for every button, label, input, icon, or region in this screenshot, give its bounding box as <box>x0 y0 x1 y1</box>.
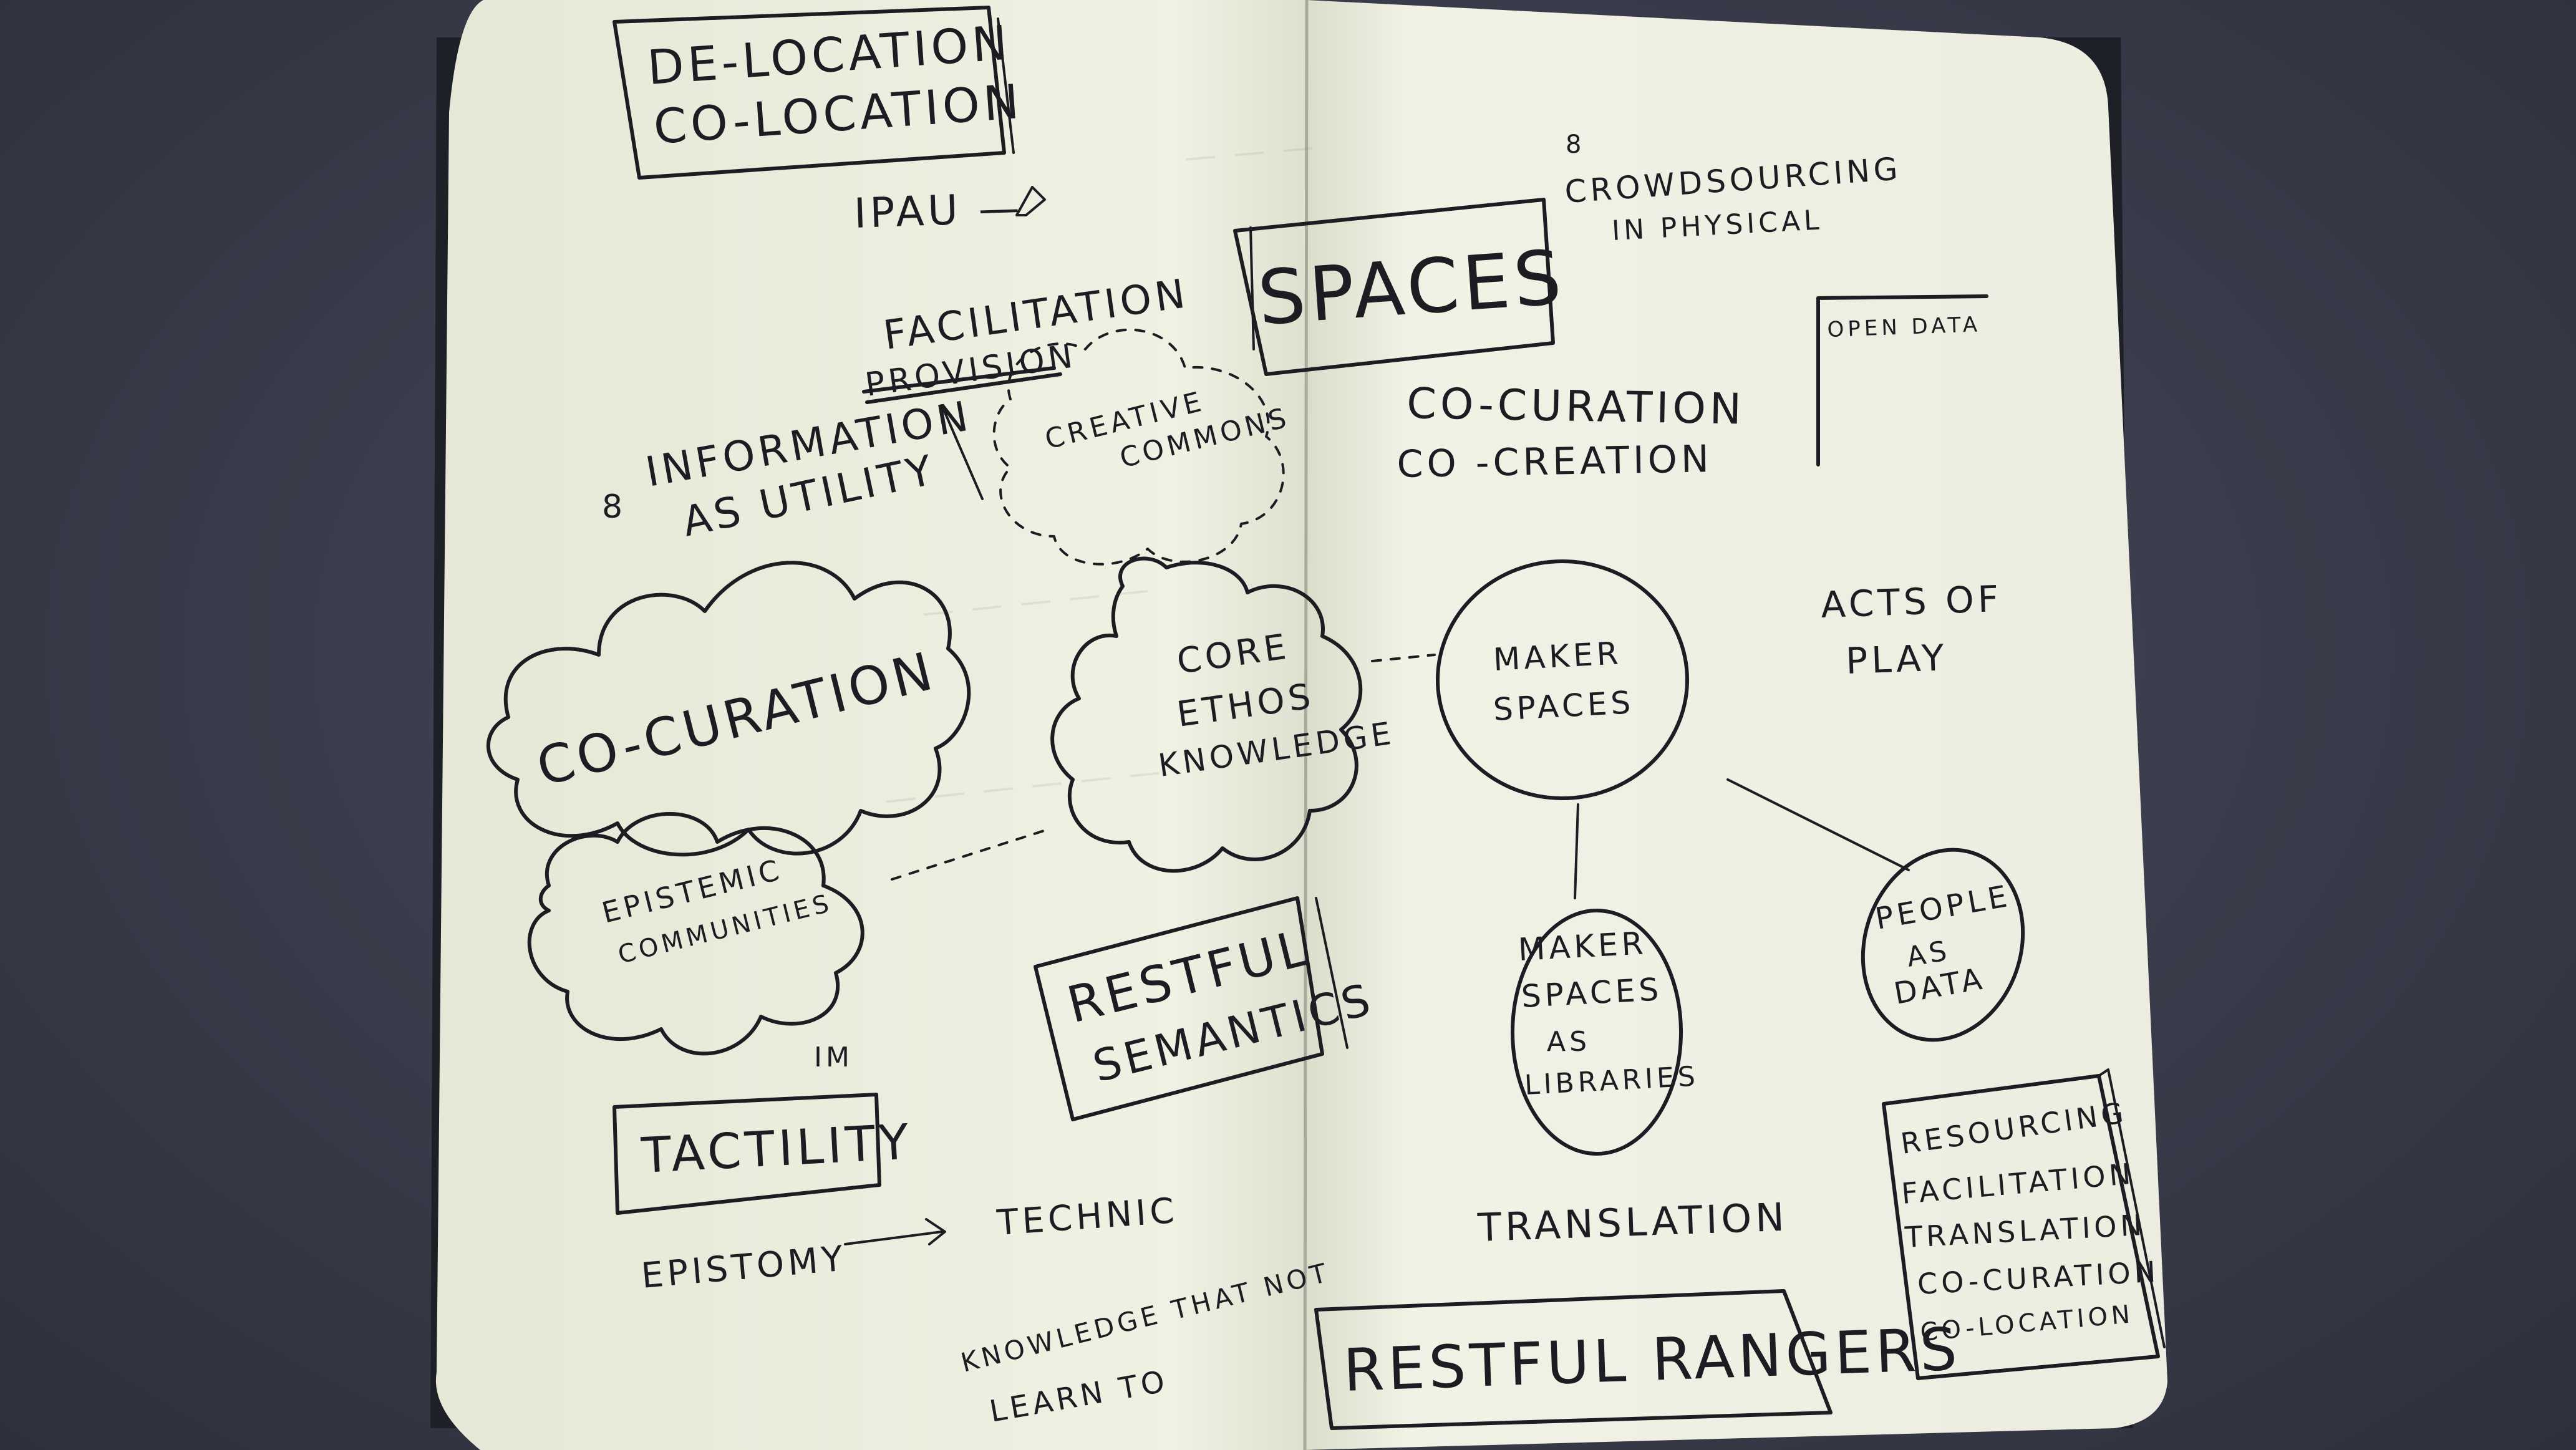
epistemic-core-dashed-link <box>891 828 1049 881</box>
left-page <box>435 0 1307 1450</box>
core-ethos-cloud <box>1050 556 1363 873</box>
delocation-box <box>613 6 1006 180</box>
acts-of-play-2-text: PLAY <box>1845 636 1949 682</box>
acts-of-play-1-text: ACTS OF <box>1820 578 2003 626</box>
bullet-mark-right: 8 <box>1566 130 1585 159</box>
translation-text: TRANSLATION <box>1476 1194 1789 1250</box>
maker-libraries-2-text: SPACES <box>1521 971 1663 1015</box>
ipau-text: IPAU — <box>853 184 1024 238</box>
spaces-box-shadow <box>1249 226 1255 350</box>
co-curation-cloud <box>487 561 971 857</box>
keywords-list-box <box>1882 1074 2160 1380</box>
co-creation-text: CO -CREATION <box>1397 437 1713 486</box>
maker-libraries-3-text: AS <box>1547 1026 1591 1058</box>
open-data-text: OPEN DATA <box>1827 312 1982 342</box>
bullet-mark-left: 8 <box>602 488 626 526</box>
delocation-box-shadow <box>997 17 1015 154</box>
epistomy-technic-arrow-icon <box>844 1218 946 1245</box>
maker-spaces-circle <box>1436 559 1689 800</box>
restful-semantics-box <box>1034 896 1324 1121</box>
open-data-bracket <box>1816 294 1988 466</box>
people-as-data-oval <box>1861 848 2025 1042</box>
maker-libraries-1-text: MAKER <box>1518 925 1648 968</box>
spaces-text: SPACES <box>1255 234 1567 342</box>
restful-connector-line <box>1315 897 1349 1049</box>
epistemic-communities-cloud <box>527 812 864 1056</box>
maker-spaces-1-text: MAKER <box>1493 635 1623 678</box>
restful-rangers-box <box>1314 1289 1833 1430</box>
people-2-text: AS <box>1904 934 1953 973</box>
creative-commons-cloud <box>992 328 1285 566</box>
im-text: IM <box>814 1042 853 1073</box>
keywords-list-box-shadow <box>2098 1068 2166 1348</box>
spaces-box <box>1233 198 1555 376</box>
maker-spaces-2-text: SPACES <box>1493 684 1635 728</box>
notebook-gutter <box>1303 0 1309 1450</box>
tactility-box <box>613 1093 881 1215</box>
maker-people-connector <box>1726 778 1910 871</box>
maker-libraries-circle <box>1511 909 1683 1156</box>
maker-libraries-connector <box>1574 803 1579 899</box>
co-curation-right-text: CO-CURATION <box>1407 379 1746 434</box>
ipau-scribble-icon <box>1015 186 1046 216</box>
utility-connector-line <box>941 404 984 500</box>
provision-strikethrough <box>862 366 1062 404</box>
